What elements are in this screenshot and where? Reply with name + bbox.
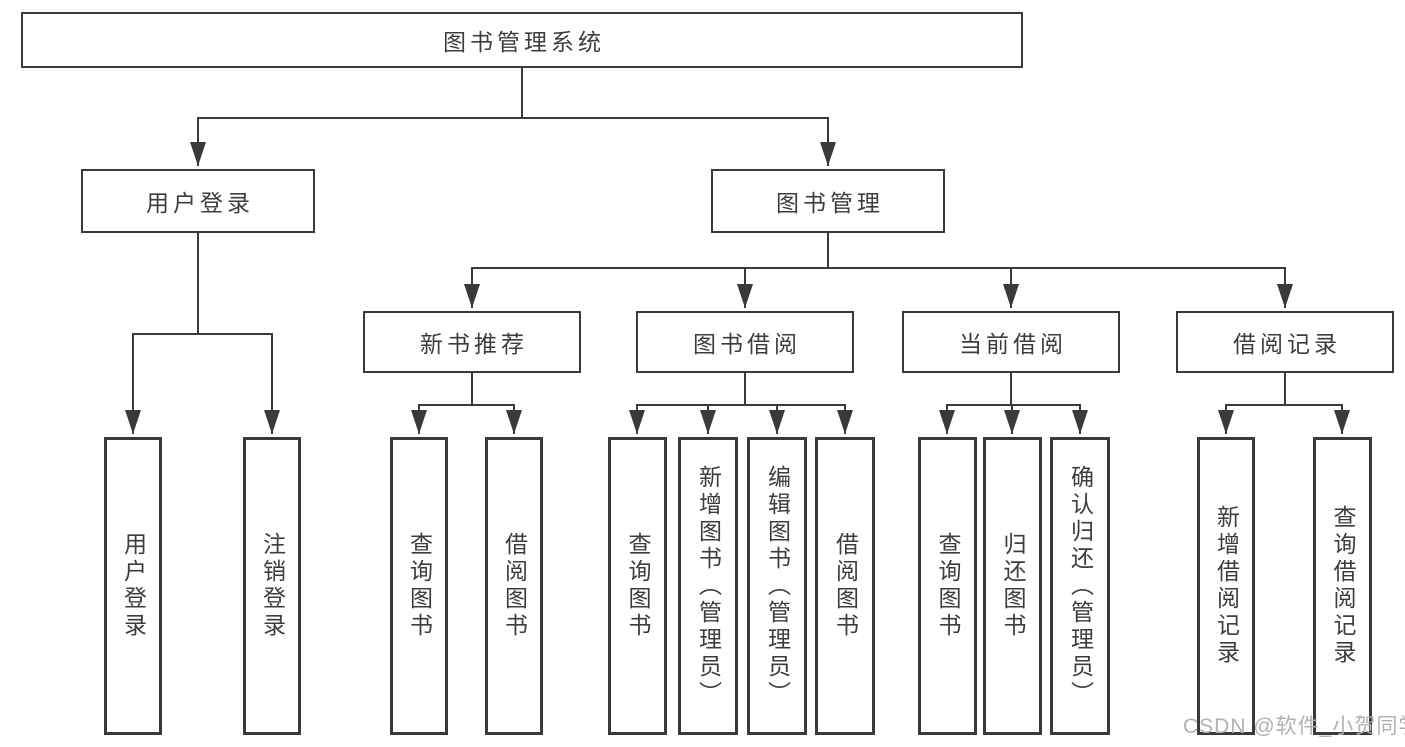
leaf-recommend-query-books: 查询图书 [390, 437, 448, 735]
leaf-user-login: 用户登录 [104, 437, 162, 735]
leaf-label: 新增借阅记录 [1213, 505, 1240, 667]
leaf-borrow-edit-books-admin: 编辑图书（管理员） [747, 437, 807, 735]
node-borrow-records: 借阅记录 [1176, 311, 1394, 373]
leaf-current-query-books: 查询图书 [918, 437, 977, 735]
node-book-management: 图书管理 [711, 169, 945, 233]
node-label: 用户登录 [146, 190, 254, 216]
leaf-borrow-query-books: 查询图书 [608, 437, 667, 735]
node-label: 当前借阅 [959, 331, 1067, 357]
leaf-label: 借阅图书 [832, 532, 859, 640]
node-root-library-system: 图书管理系统 [21, 12, 1023, 68]
leaf-label: 借阅图书 [501, 532, 528, 640]
leaf-current-confirm-return-admin: 确认归还（管理员） [1050, 437, 1110, 735]
leaf-label: 新增图书（管理员） [695, 464, 722, 708]
leaf-current-return-books: 归还图书 [983, 437, 1042, 735]
node-label: 新书推荐 [420, 331, 528, 357]
node-new-book-recommend: 新书推荐 [363, 311, 581, 373]
leaf-label: 确认归还（管理员） [1067, 464, 1094, 708]
leaf-label: 查询图书 [406, 532, 433, 640]
leaf-borrow-add-books-admin: 新增图书（管理员） [678, 437, 738, 735]
leaf-borrow-borrow-books: 借阅图书 [815, 437, 875, 735]
leaf-label: 查询图书 [935, 532, 961, 640]
leaf-label: 归还图书 [1000, 532, 1026, 640]
leaf-label: 查询图书 [625, 532, 651, 640]
leaf-logout: 注销登录 [243, 437, 301, 735]
node-label: 图书管理 [776, 190, 884, 216]
node-current-borrow: 当前借阅 [902, 311, 1120, 373]
leaf-label: 查询借阅记录 [1330, 505, 1356, 667]
leaf-label: 用户登录 [120, 532, 147, 640]
node-label: 借阅记录 [1233, 331, 1341, 357]
node-label: 图书借阅 [693, 331, 801, 357]
leaf-records-query-record: 查询借阅记录 [1313, 437, 1372, 735]
node-label: 图书管理系统 [443, 29, 605, 55]
leaf-label: 注销登录 [259, 532, 286, 640]
node-user-login: 用户登录 [81, 169, 315, 233]
leaf-label: 编辑图书（管理员） [764, 464, 791, 708]
node-book-borrow: 图书借阅 [636, 311, 854, 373]
leaf-recommend-borrow-books: 借阅图书 [485, 437, 543, 735]
csdn-watermark: CSDN @软件_小贺同学 [1183, 715, 1405, 738]
leaf-records-add-record: 新增借阅记录 [1197, 437, 1255, 735]
